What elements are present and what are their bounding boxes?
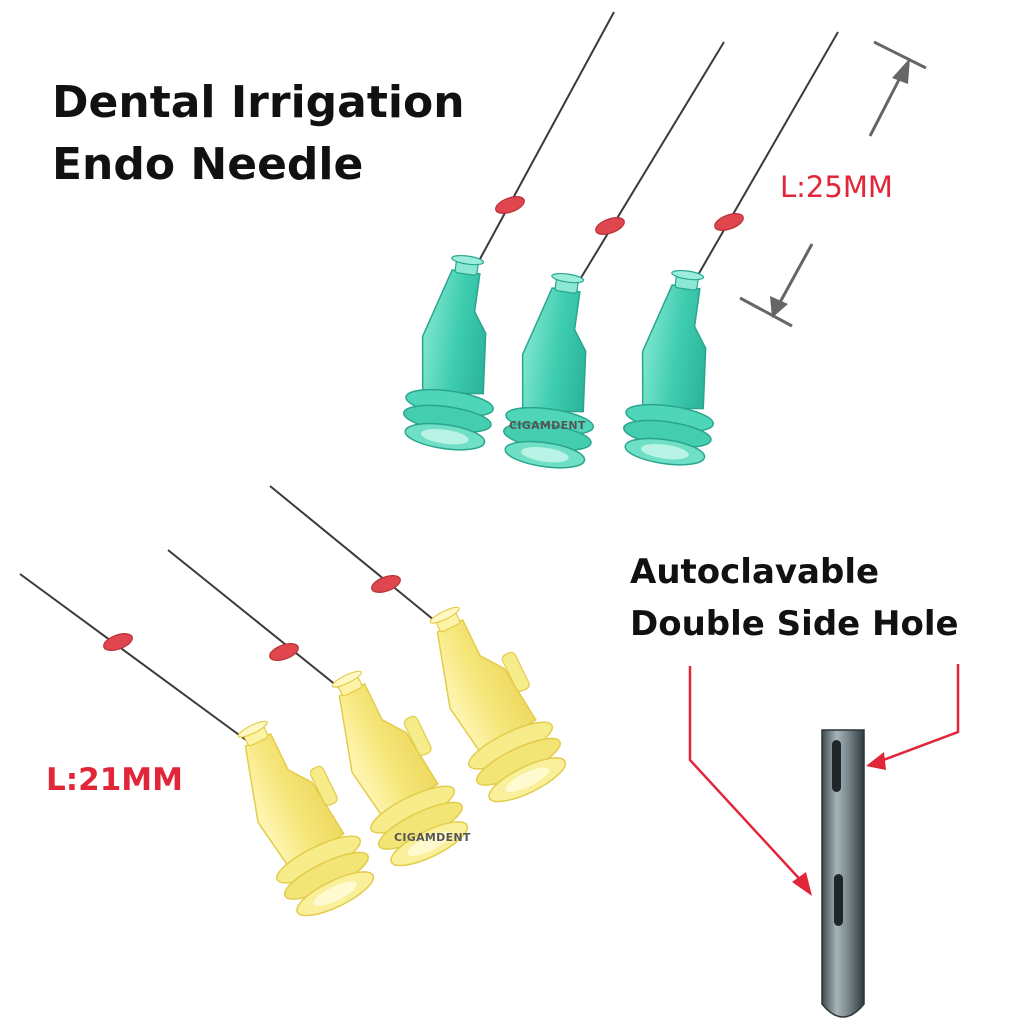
needle-tip-closeup bbox=[821, 729, 865, 1018]
feature-line-2: Double Side Hole bbox=[630, 604, 959, 644]
green-needle-3 bbox=[618, 31, 839, 471]
arrow-head-lower bbox=[792, 872, 812, 896]
title-line-1: Dental Irrigation bbox=[52, 77, 465, 128]
arrow-head-upper bbox=[866, 752, 886, 770]
yellow-needle-3 bbox=[269, 485, 575, 813]
product-title: Dental Irrigation Endo Needle bbox=[52, 72, 465, 196]
green-needle-1 bbox=[398, 11, 615, 456]
title-line-2: Endo Needle bbox=[52, 139, 364, 190]
long-needle-length-label: L:25MM bbox=[780, 170, 893, 204]
watermark-bottom: CIGAMDENT bbox=[394, 831, 471, 844]
side-hole-arrows bbox=[688, 664, 960, 887]
yellow-needle-1 bbox=[19, 573, 383, 927]
watermark-top: CIGAMDENT bbox=[509, 419, 586, 432]
length-dimension-marker bbox=[739, 40, 927, 328]
feature-line-1: Autoclavable bbox=[630, 552, 880, 592]
green-needle-2 bbox=[498, 41, 725, 474]
short-needle-length-label: L:21MM bbox=[46, 762, 183, 798]
feature-text: Autoclavable Double Side Hole bbox=[630, 546, 959, 650]
yellow-needle-2 bbox=[167, 549, 477, 877]
